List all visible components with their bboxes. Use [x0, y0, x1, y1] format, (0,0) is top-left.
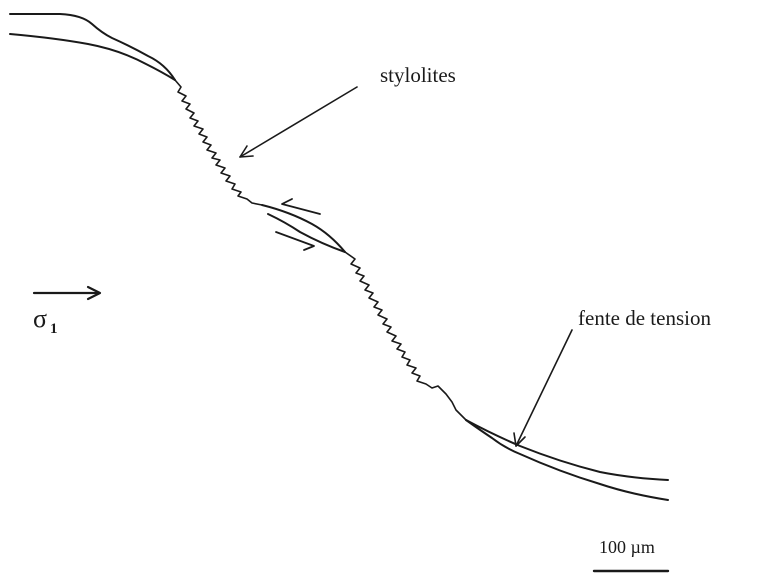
stress-subscript: 1: [50, 321, 58, 337]
stress-arrow-head: [86, 285, 102, 301]
upper-fracture-wall-outer: [9, 13, 176, 81]
upper-stylolite-seam: [174, 79, 263, 206]
stylolites-pointer-head: [239, 145, 254, 158]
lower-fracture-wall-lower: [465, 419, 669, 501]
tension-gash-pointer-line: [515, 329, 573, 447]
lower-fracture-wall-upper: [465, 419, 669, 481]
relay-lower-line: [267, 213, 346, 253]
stress-symbol: σ: [33, 304, 47, 333]
stylolites-label: stylolites: [380, 63, 456, 87]
shear-arrow-upper: [281, 198, 321, 215]
tension-gash-label: fente de tension: [578, 306, 711, 330]
shear-arrow-lower: [275, 231, 315, 251]
tension-gash-pointer-head: [513, 432, 526, 447]
lower-stylolite-seam: [344, 251, 467, 421]
upper-fracture-wall-inner: [9, 33, 176, 81]
relay-upper-line: [261, 204, 346, 253]
stylolites-pointer-line: [239, 86, 358, 158]
scale-bar-label: 100 µm: [599, 537, 655, 557]
